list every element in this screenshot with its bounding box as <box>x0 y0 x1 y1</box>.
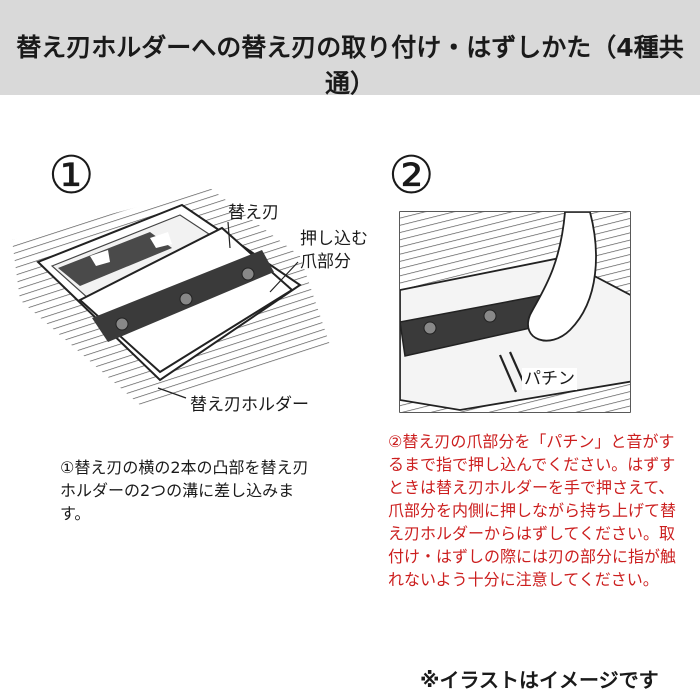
step-number-2: ② <box>388 146 435 206</box>
page-title: 替え刃ホルダーへの替え刃の取り付け・はずしかた（4種共通） <box>16 33 684 98</box>
sound-label: パチン <box>522 368 577 390</box>
label-holder: 替え刃ホルダー <box>190 395 309 415</box>
title-banner: 替え刃ホルダーへの替え刃の取り付け・はずしかた（4種共通） <box>0 0 700 98</box>
step2-figure <box>399 211 631 413</box>
finger <box>527 212 597 342</box>
step2-caption: ②替え刃の爪部分を「パチン」と音がするまで指で押し込んでください。はずすときは替… <box>388 432 677 589</box>
holder-groove <box>58 232 172 286</box>
step1-caption: ①替え刃の横の2本の凸部を替え刃ホルダーの2つの溝に差し込みます。 <box>60 458 309 523</box>
step-number-1: ① <box>48 146 95 206</box>
label-blade: 替え刃 <box>228 203 279 223</box>
step1-figure <box>12 188 330 405</box>
label-claw-line2: 爪部分 <box>300 252 351 272</box>
image-disclaimer: ※イラストはイメージです <box>420 668 659 692</box>
label-claw-line1: 押し込む <box>300 229 368 249</box>
